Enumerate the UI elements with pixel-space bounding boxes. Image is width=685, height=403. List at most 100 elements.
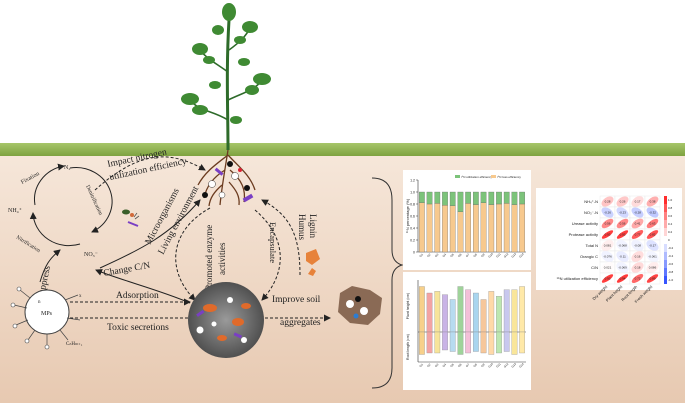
heatmap-ellipse [601, 230, 614, 239]
bar-loss [419, 202, 425, 253]
bar-root-length [426, 331, 433, 354]
humus-icon [306, 249, 320, 276]
heatmap-ellipse [616, 251, 629, 262]
bar-plant-height [434, 291, 441, 333]
y-tick-label: 1.0 [410, 191, 415, 195]
heatmap-value: 0.92 [605, 277, 611, 281]
heatmap-ellipse [631, 207, 644, 218]
y-tick-label: 0.6 [410, 215, 415, 219]
bar-root-length [457, 331, 464, 355]
bar-plant-height [488, 291, 495, 333]
bar-root-length [496, 331, 502, 354]
y-tick-label: 1.2 [410, 179, 415, 183]
x-tick-label: G5 [449, 362, 455, 368]
x-tick-label: G10 [487, 362, 494, 369]
activities-label: activities [217, 242, 227, 275]
encapsulate-label: Encapsulate [268, 222, 278, 263]
root-particles [202, 161, 254, 203]
heatmap-value: 0.021 [604, 266, 612, 270]
bar-plant-height [511, 289, 518, 333]
heatmap-value: 0.41 [635, 222, 641, 226]
bar-loss [465, 203, 471, 253]
heatmap-ellipse [631, 240, 644, 251]
bar-loss [496, 203, 502, 253]
scale-label: 0.8 [668, 206, 673, 210]
bar-root-length [419, 331, 425, 355]
x-tick-label: G1 [418, 362, 424, 368]
bar-utilization [449, 191, 456, 206]
legend-swatch [491, 175, 496, 178]
heatmap-value: 0.56 [605, 222, 611, 226]
heatmap-value: 0.26 [620, 200, 626, 204]
y-tick-label: 0 [413, 251, 415, 255]
scale-label: -0.6 [668, 262, 674, 266]
x-tick-label: G11 [495, 362, 502, 369]
bar-plant-height [442, 294, 448, 333]
grass-strip [0, 143, 685, 156]
heatmap-value: -0.11 [619, 255, 626, 259]
x-tick-label: G12 [503, 252, 510, 259]
x-tick-label: G13 [510, 362, 517, 369]
legend-swatch [455, 175, 460, 178]
heatmap-value: 0.56 [620, 222, 626, 226]
bar-utilization [442, 191, 448, 206]
aggregates-label: aggregates [280, 318, 321, 328]
bar-loss [519, 203, 525, 253]
bar-loss [503, 203, 510, 253]
humus-label: Humus [297, 214, 307, 241]
heatmap-value: -0.076 [603, 255, 612, 259]
heatmap-ellipse [601, 251, 614, 262]
bar-plant-height [503, 289, 510, 333]
x-label: x [79, 294, 82, 299]
heatmap-ellipse [616, 230, 629, 239]
plant-illustration [181, 3, 271, 151]
toxic-secretions-label: Toxic secretions [107, 323, 169, 333]
heatmap-ellipse [646, 207, 659, 218]
x-tick-label: G3 [434, 252, 440, 258]
bar-loss [457, 211, 464, 253]
legend-label: ¹⁵N utilization efficiency [461, 175, 493, 179]
heatmap-ellipse [601, 207, 614, 218]
heatmap-ellipse [631, 262, 644, 273]
y-axis-label-top: Plant height (cm) [406, 293, 410, 319]
x-tick-label: G5 [449, 252, 455, 258]
x-tick-label: G10 [487, 252, 494, 259]
heatmap-ellipse [646, 230, 659, 239]
nh4-label: NH₄⁺ [8, 207, 22, 214]
scale-label: -1.0 [668, 278, 674, 282]
heatmap-ellipse [646, 274, 659, 283]
heatmap-ellipse [646, 196, 659, 207]
heatmap-ellipse [631, 251, 644, 262]
heatmap-ellipse [616, 262, 629, 273]
x-tick-label: G8 [472, 252, 478, 258]
heatmap-value: 0.82 [650, 233, 656, 237]
scale-swatch [664, 196, 667, 204]
heatmap-ellipse [616, 274, 629, 283]
heatmap-row-label: Orangic C [580, 254, 598, 259]
heatmap-value: 0.28 [605, 200, 611, 204]
legend-label: ¹⁵N loss efficiency [497, 175, 521, 179]
bar-plant-height [519, 286, 525, 333]
bar-root-length [449, 331, 456, 352]
scale-label: 0 [668, 238, 670, 242]
heatmap-row-label: C/N [591, 265, 598, 270]
heatmap-value: 0.72 [635, 277, 641, 281]
bar-loss [511, 204, 518, 253]
heatmap-ellipse [631, 196, 644, 207]
heatmap-ellipse [601, 274, 614, 283]
bar-root-length [519, 331, 525, 354]
heatmap-ellipse [646, 218, 659, 229]
x-tick-label: G4 [442, 362, 448, 368]
x-tick-label: G4 [442, 252, 448, 258]
heatmap-value: 0.89 [650, 277, 656, 281]
y-axis-label-bottom: Root length (cm) [406, 334, 410, 360]
n2-label: N₂ [64, 165, 70, 171]
bar-plant-height [465, 289, 471, 333]
mps-label: MPs [41, 311, 53, 317]
bar-plant-height [426, 292, 433, 333]
n-label: n [38, 300, 41, 305]
x-tick-label: G2 [426, 362, 432, 368]
x-tick-label: G14 [518, 252, 525, 259]
